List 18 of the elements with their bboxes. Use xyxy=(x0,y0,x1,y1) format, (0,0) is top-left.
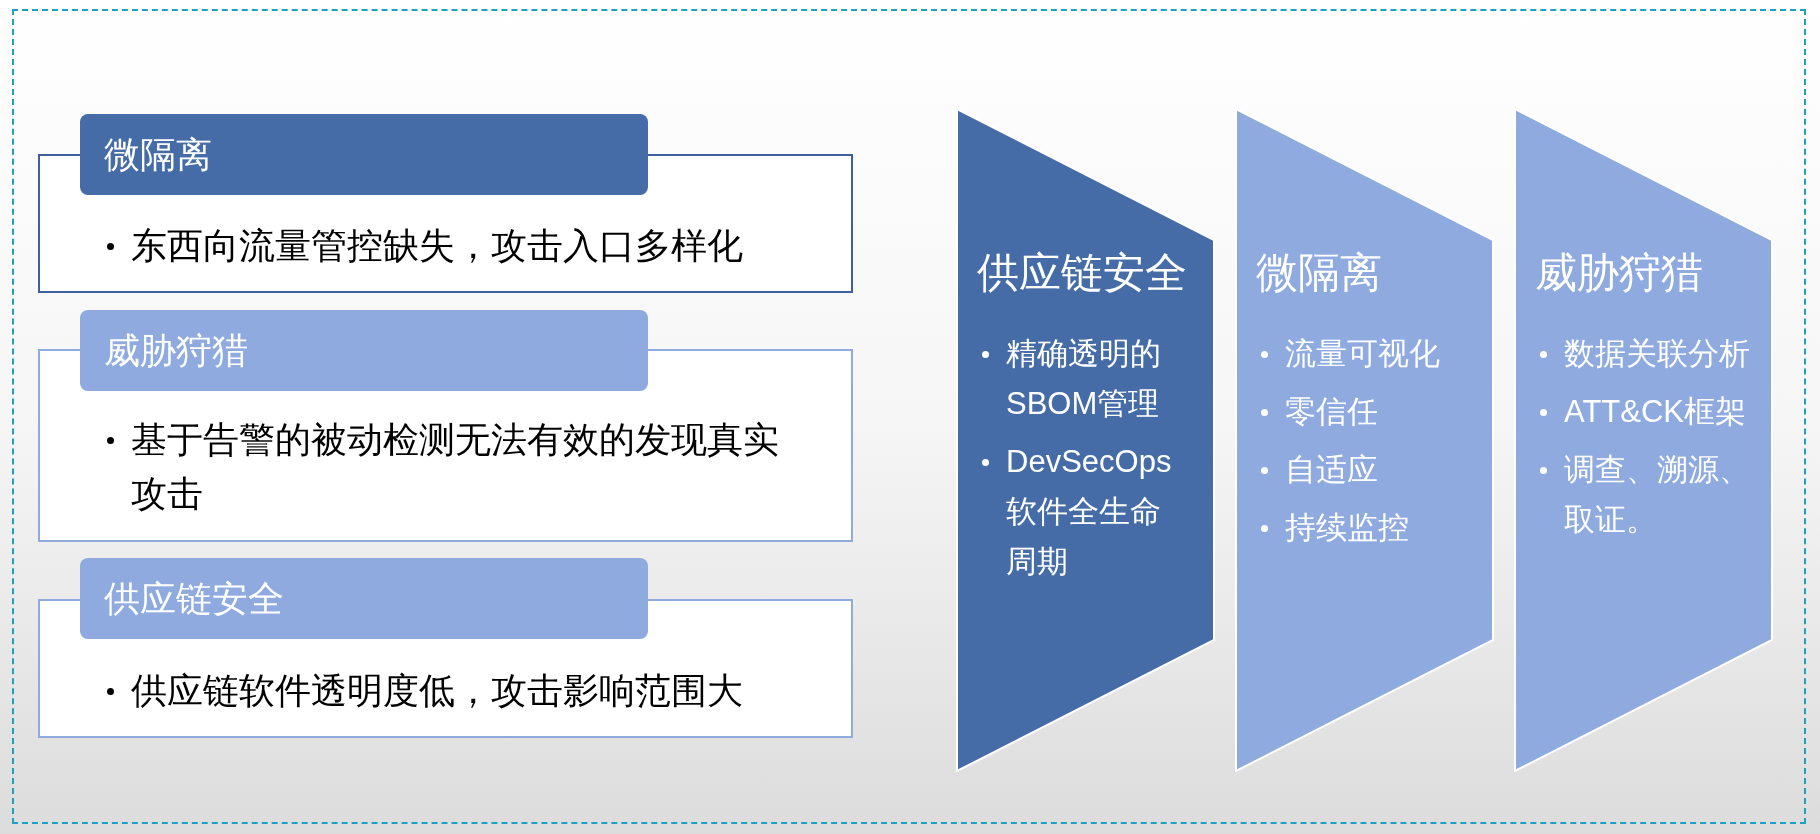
header-tab: 威胁狩猎 xyxy=(80,310,648,391)
bullet-text: 精确透明的SBOM管理 xyxy=(982,329,1188,429)
bullet-text: 基于告警的被动检测无法有效的发现真实攻击 xyxy=(107,413,811,521)
panel-title: 威胁狩猎 xyxy=(1535,248,1703,298)
bullet-text: 流量可视化 xyxy=(1261,329,1467,379)
header-tab: 供应链安全 xyxy=(80,558,648,639)
bullet-text: 零信任 xyxy=(1261,387,1467,437)
bullet-text: DevSecOps软件全生命周期 xyxy=(982,437,1188,587)
panel-title: 供应链安全 xyxy=(977,248,1187,298)
bullet-text: 供应链软件透明度低，攻击影响范围大 xyxy=(107,664,811,718)
bullet-text: 数据关联分析 xyxy=(1540,329,1769,379)
header-tab: 微隔离 xyxy=(80,114,648,195)
bullet-text: ATT&CK框架 xyxy=(1540,387,1769,437)
bullet-text: 自适应 xyxy=(1261,445,1467,495)
panel-title: 微隔离 xyxy=(1256,248,1382,298)
bullet-text: 东西向流量管控缺失，攻击入口多样化 xyxy=(107,219,811,273)
bullet-text: 持续监控 xyxy=(1261,503,1467,553)
bullet-text: 调查、溯源、取证。 xyxy=(1540,445,1769,545)
